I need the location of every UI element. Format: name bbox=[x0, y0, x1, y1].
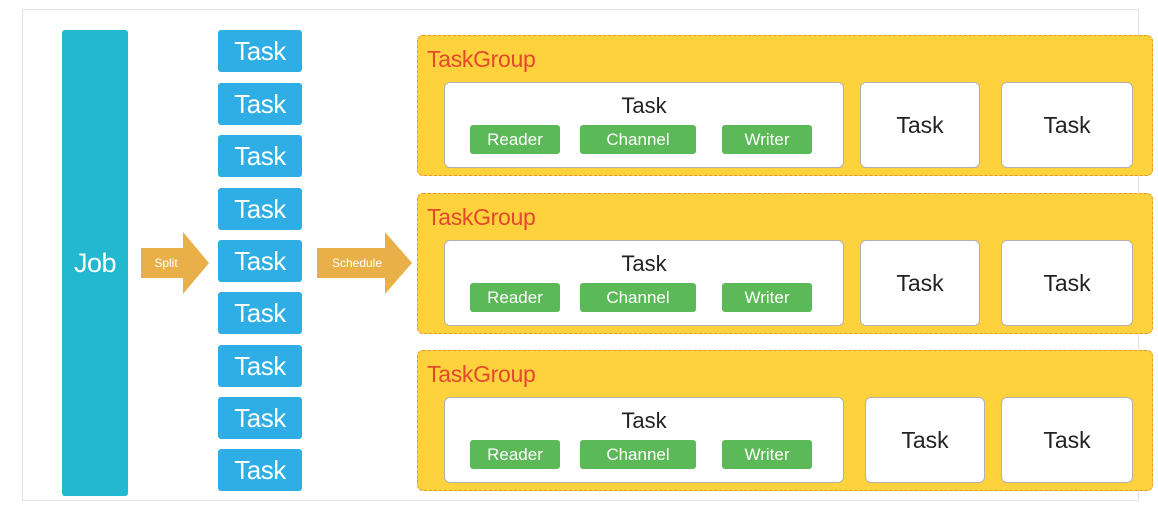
task-label: Task bbox=[234, 88, 286, 119]
taskgroup-label: TaskGroup bbox=[427, 361, 536, 387]
task-item: Task bbox=[218, 83, 302, 125]
taskgroup-label: TaskGroup bbox=[427, 46, 536, 72]
task-label: Task bbox=[234, 454, 286, 485]
task-label: Task bbox=[234, 193, 286, 224]
writer-block: Writer bbox=[722, 283, 812, 312]
task-item: Task bbox=[218, 292, 302, 334]
diagram-frame: Job Split Task Task Task Task Task Task … bbox=[22, 9, 1153, 501]
task-main-label: Task bbox=[621, 251, 667, 276]
task-side: Task bbox=[1001, 82, 1133, 168]
task-side: Task bbox=[860, 240, 980, 326]
task-main: Task Reader Channel Writer bbox=[444, 397, 844, 483]
task-item: Task bbox=[218, 345, 302, 387]
channel-block: Channel bbox=[580, 283, 696, 312]
taskgroup-label: TaskGroup bbox=[427, 204, 536, 230]
task-main: Task Reader Channel Writer bbox=[444, 240, 844, 326]
taskgroup: TaskGroup Task Reader Channel Writer Tas… bbox=[417, 193, 1153, 334]
task-side: Task bbox=[1001, 397, 1133, 483]
schedule-arrow bbox=[317, 232, 412, 294]
task-item: Task bbox=[218, 240, 302, 282]
task-label: Task bbox=[234, 245, 286, 276]
reader-block: Reader bbox=[470, 440, 560, 469]
channel-block: Channel bbox=[580, 125, 696, 154]
task-item: Task bbox=[218, 449, 302, 491]
task-side: Task bbox=[860, 82, 980, 168]
job-block: Job bbox=[62, 30, 128, 496]
writer-block: Writer bbox=[722, 125, 812, 154]
task-label: Task bbox=[234, 35, 286, 66]
channel-block: Channel bbox=[580, 440, 696, 469]
writer-block: Writer bbox=[722, 440, 812, 469]
task-label: Task bbox=[234, 402, 286, 433]
task-label: Task bbox=[234, 140, 286, 171]
task-main-label: Task bbox=[621, 93, 667, 118]
taskgroup: TaskGroup Task Reader Channel Writer Tas… bbox=[417, 35, 1153, 176]
schedule-label: Schedule bbox=[331, 256, 383, 270]
job-label: Job bbox=[73, 247, 117, 278]
taskgroup: TaskGroup Task Reader Channel Writer Tas… bbox=[417, 350, 1153, 491]
task-item: Task bbox=[218, 135, 302, 177]
split-arrow bbox=[141, 232, 209, 294]
task-label: Task bbox=[234, 297, 286, 328]
task-side: Task bbox=[865, 397, 985, 483]
reader-block: Reader bbox=[470, 283, 560, 312]
task-label: Task bbox=[234, 350, 286, 381]
reader-block: Reader bbox=[470, 125, 560, 154]
task-item: Task bbox=[218, 188, 302, 230]
task-side: Task bbox=[1001, 240, 1133, 326]
task-item: Task bbox=[218, 30, 302, 72]
split-label: Split bbox=[154, 256, 178, 270]
task-item: Task bbox=[218, 397, 302, 439]
task-main-label: Task bbox=[621, 408, 667, 433]
task-main: Task Reader Channel Writer bbox=[444, 82, 844, 168]
